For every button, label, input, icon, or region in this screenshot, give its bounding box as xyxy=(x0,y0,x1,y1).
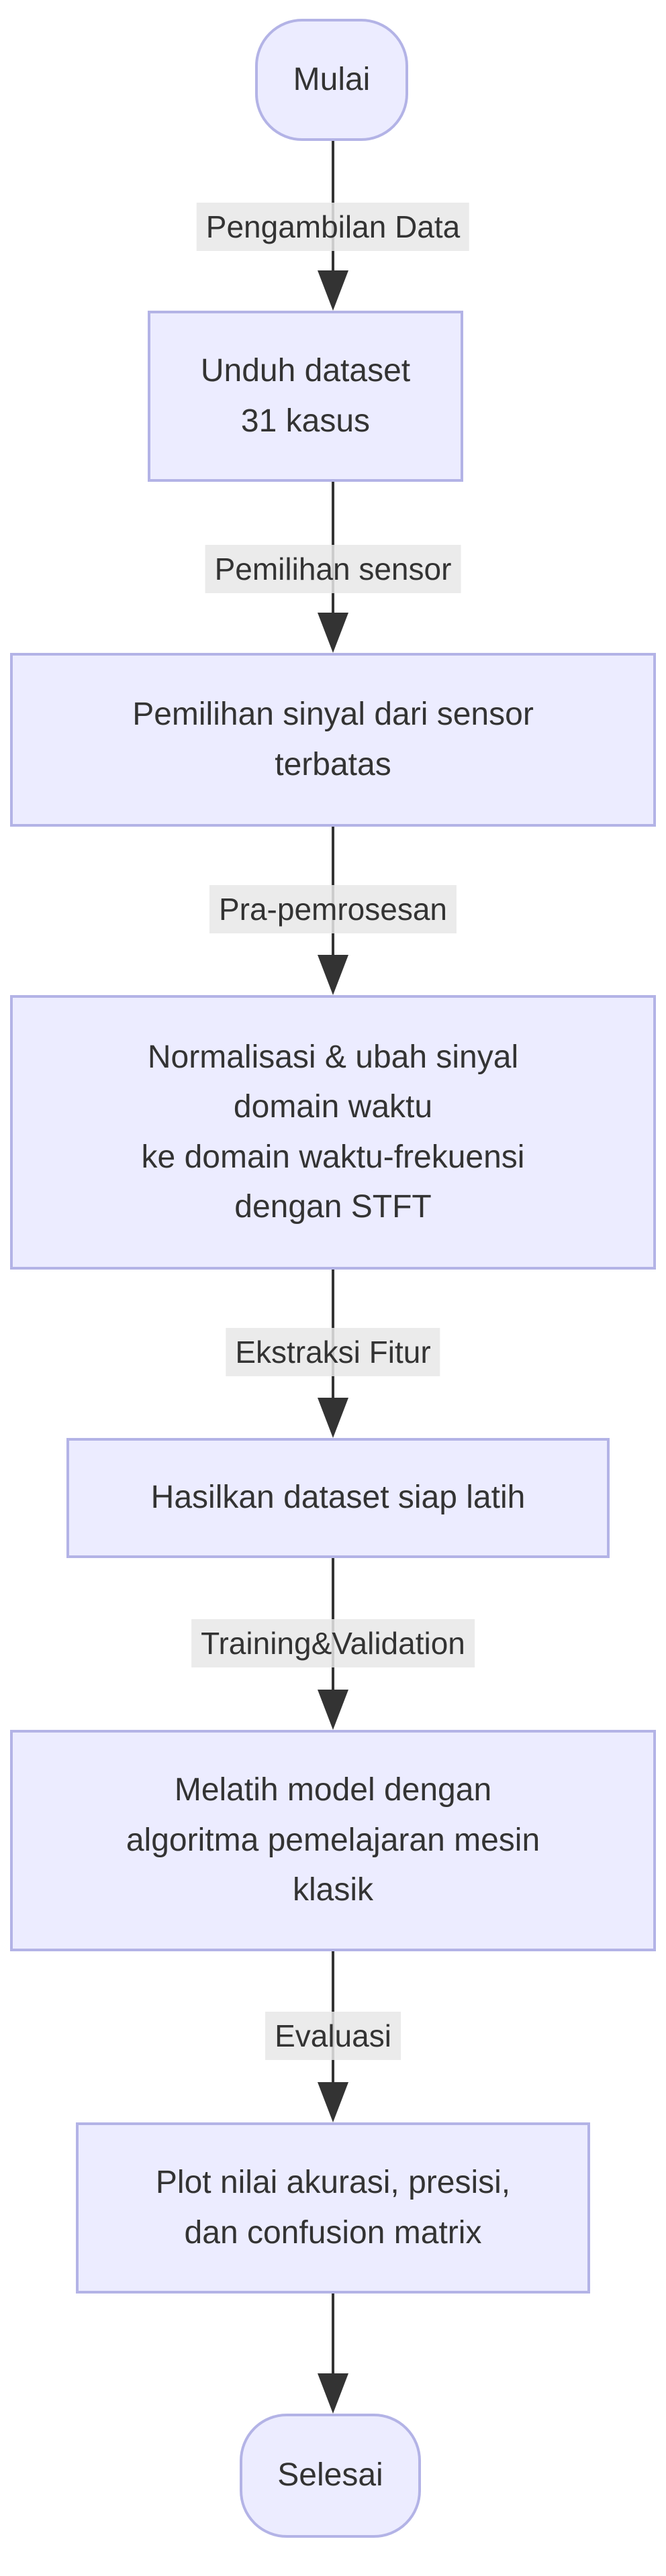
node-plot-evaluasi: Plot nilai akurasi, presisi, dan confusi… xyxy=(76,2122,590,2294)
arrow-down-icon xyxy=(318,1398,348,1438)
edge-label-pra-pemrosesan: Pra-pemrosesan xyxy=(209,885,457,933)
edge-label-ekstraksi-fitur: Ekstraksi Fitur xyxy=(226,1328,440,1376)
arrow-down-icon xyxy=(318,1690,348,1730)
node-end: Selesai xyxy=(240,2414,421,2538)
arrow-down-icon xyxy=(318,955,348,995)
arrow-down-icon xyxy=(318,613,348,653)
node-hasilkan-dataset: Hasilkan dataset siap latih xyxy=(66,1438,610,1558)
edge-label-evaluasi: Evaluasi xyxy=(265,2012,401,2060)
arrow-down-icon xyxy=(318,2082,348,2122)
edge-label-pengambilan-data: Pengambilan Data xyxy=(196,203,470,251)
node-normalisasi-stft: Normalisasi & ubah sinyal domain waktu k… xyxy=(10,995,656,1270)
arrow-down-icon xyxy=(318,270,348,311)
node-start: Mulai xyxy=(255,19,408,141)
edge-line xyxy=(332,2294,334,2373)
edge-label-pemilihan-sensor: Pemilihan sensor xyxy=(205,545,461,593)
edge-label-training-validation: Training&Validation xyxy=(191,1619,475,1667)
node-melatih-model: Melatih model dengan algoritma pemelajar… xyxy=(10,1730,656,1951)
arrow-down-icon xyxy=(318,2373,348,2414)
node-unduh-dataset: Unduh dataset 31 kasus xyxy=(148,311,463,482)
node-pemilihan-sinyal: Pemilihan sinyal dari sensor terbatas xyxy=(10,653,656,827)
